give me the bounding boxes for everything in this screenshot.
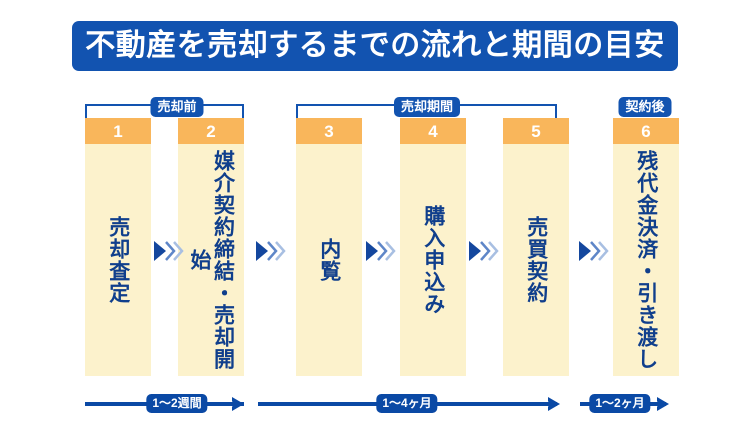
phase-label-sale-period: 売却期間 <box>393 97 461 117</box>
step-number-4: 4 <box>428 121 438 141</box>
page-title: 不動産を売却するまでの流れと期間の目安 <box>72 21 678 71</box>
step-card-6[interactable]: 6 残代金決済・引き渡し <box>613 118 679 376</box>
duration-arrow-icon-2 <box>546 394 562 414</box>
chevron-right-icon-5-to-6 <box>577 238 611 264</box>
duration-label-1: 1〜2週間 <box>146 394 208 413</box>
step-number-6: 6 <box>641 121 651 141</box>
step-card-1-body: 売却査定 <box>85 144 151 376</box>
step-card-1-header: 1 <box>85 118 151 144</box>
step-card-5-body: 売買契約 <box>503 144 569 376</box>
step-card-2-header: 2 <box>178 118 244 144</box>
duration-arrow-icon-3 <box>655 394 671 414</box>
duration-label-2: 1〜4ヶ月 <box>376 394 438 413</box>
step-card-3-header: 3 <box>296 118 362 144</box>
step-card-4-header: 4 <box>400 118 466 144</box>
chevron-right-icon-2-to-3 <box>254 238 288 264</box>
step-label-5: 売買契約 <box>524 216 548 304</box>
step-card-5[interactable]: 5 売買契約 <box>503 118 569 376</box>
step-card-2-body: 媒介契約締結・売却開始 <box>178 144 244 376</box>
chevron-right-icon-1-to-2 <box>152 238 186 264</box>
duration-label-3: 1〜2ヶ月 <box>589 394 651 413</box>
step-label-1: 売却査定 <box>106 216 130 304</box>
step-label-4: 購入申込み <box>421 205 445 315</box>
step-card-2[interactable]: 2 媒介契約締結・売却開始 <box>178 118 244 376</box>
step-card-1[interactable]: 1 売却査定 <box>85 118 151 376</box>
phase-label-after-contract: 契約後 <box>618 97 672 117</box>
chevron-right-icon-3-to-4 <box>364 238 398 264</box>
step-card-6-header: 6 <box>613 118 679 144</box>
step-card-5-header: 5 <box>503 118 569 144</box>
phase-label-before-sale: 売却前 <box>150 97 204 117</box>
step-label-2: 媒介契約締結・売却開始 <box>188 150 235 370</box>
step-label-3: 内覧 <box>317 238 341 282</box>
step-label-6: 残代金決済・引き渡し <box>634 150 658 370</box>
step-card-4[interactable]: 4 購入申込み <box>400 118 466 376</box>
step-number-1: 1 <box>113 121 123 141</box>
step-number-5: 5 <box>531 121 541 141</box>
step-card-3-body: 内覧 <box>296 144 362 376</box>
step-number-3: 3 <box>324 121 334 141</box>
step-card-6-body: 残代金決済・引き渡し <box>613 144 679 376</box>
page-title-text: 不動産を売却するまでの流れと期間の目安 <box>85 29 665 62</box>
chevron-right-icon-4-to-5 <box>467 238 501 264</box>
step-card-4-body: 購入申込み <box>400 144 466 376</box>
duration-arrow-icon-1 <box>230 394 246 414</box>
step-card-3[interactable]: 3 内覧 <box>296 118 362 376</box>
step-number-2: 2 <box>206 121 216 141</box>
